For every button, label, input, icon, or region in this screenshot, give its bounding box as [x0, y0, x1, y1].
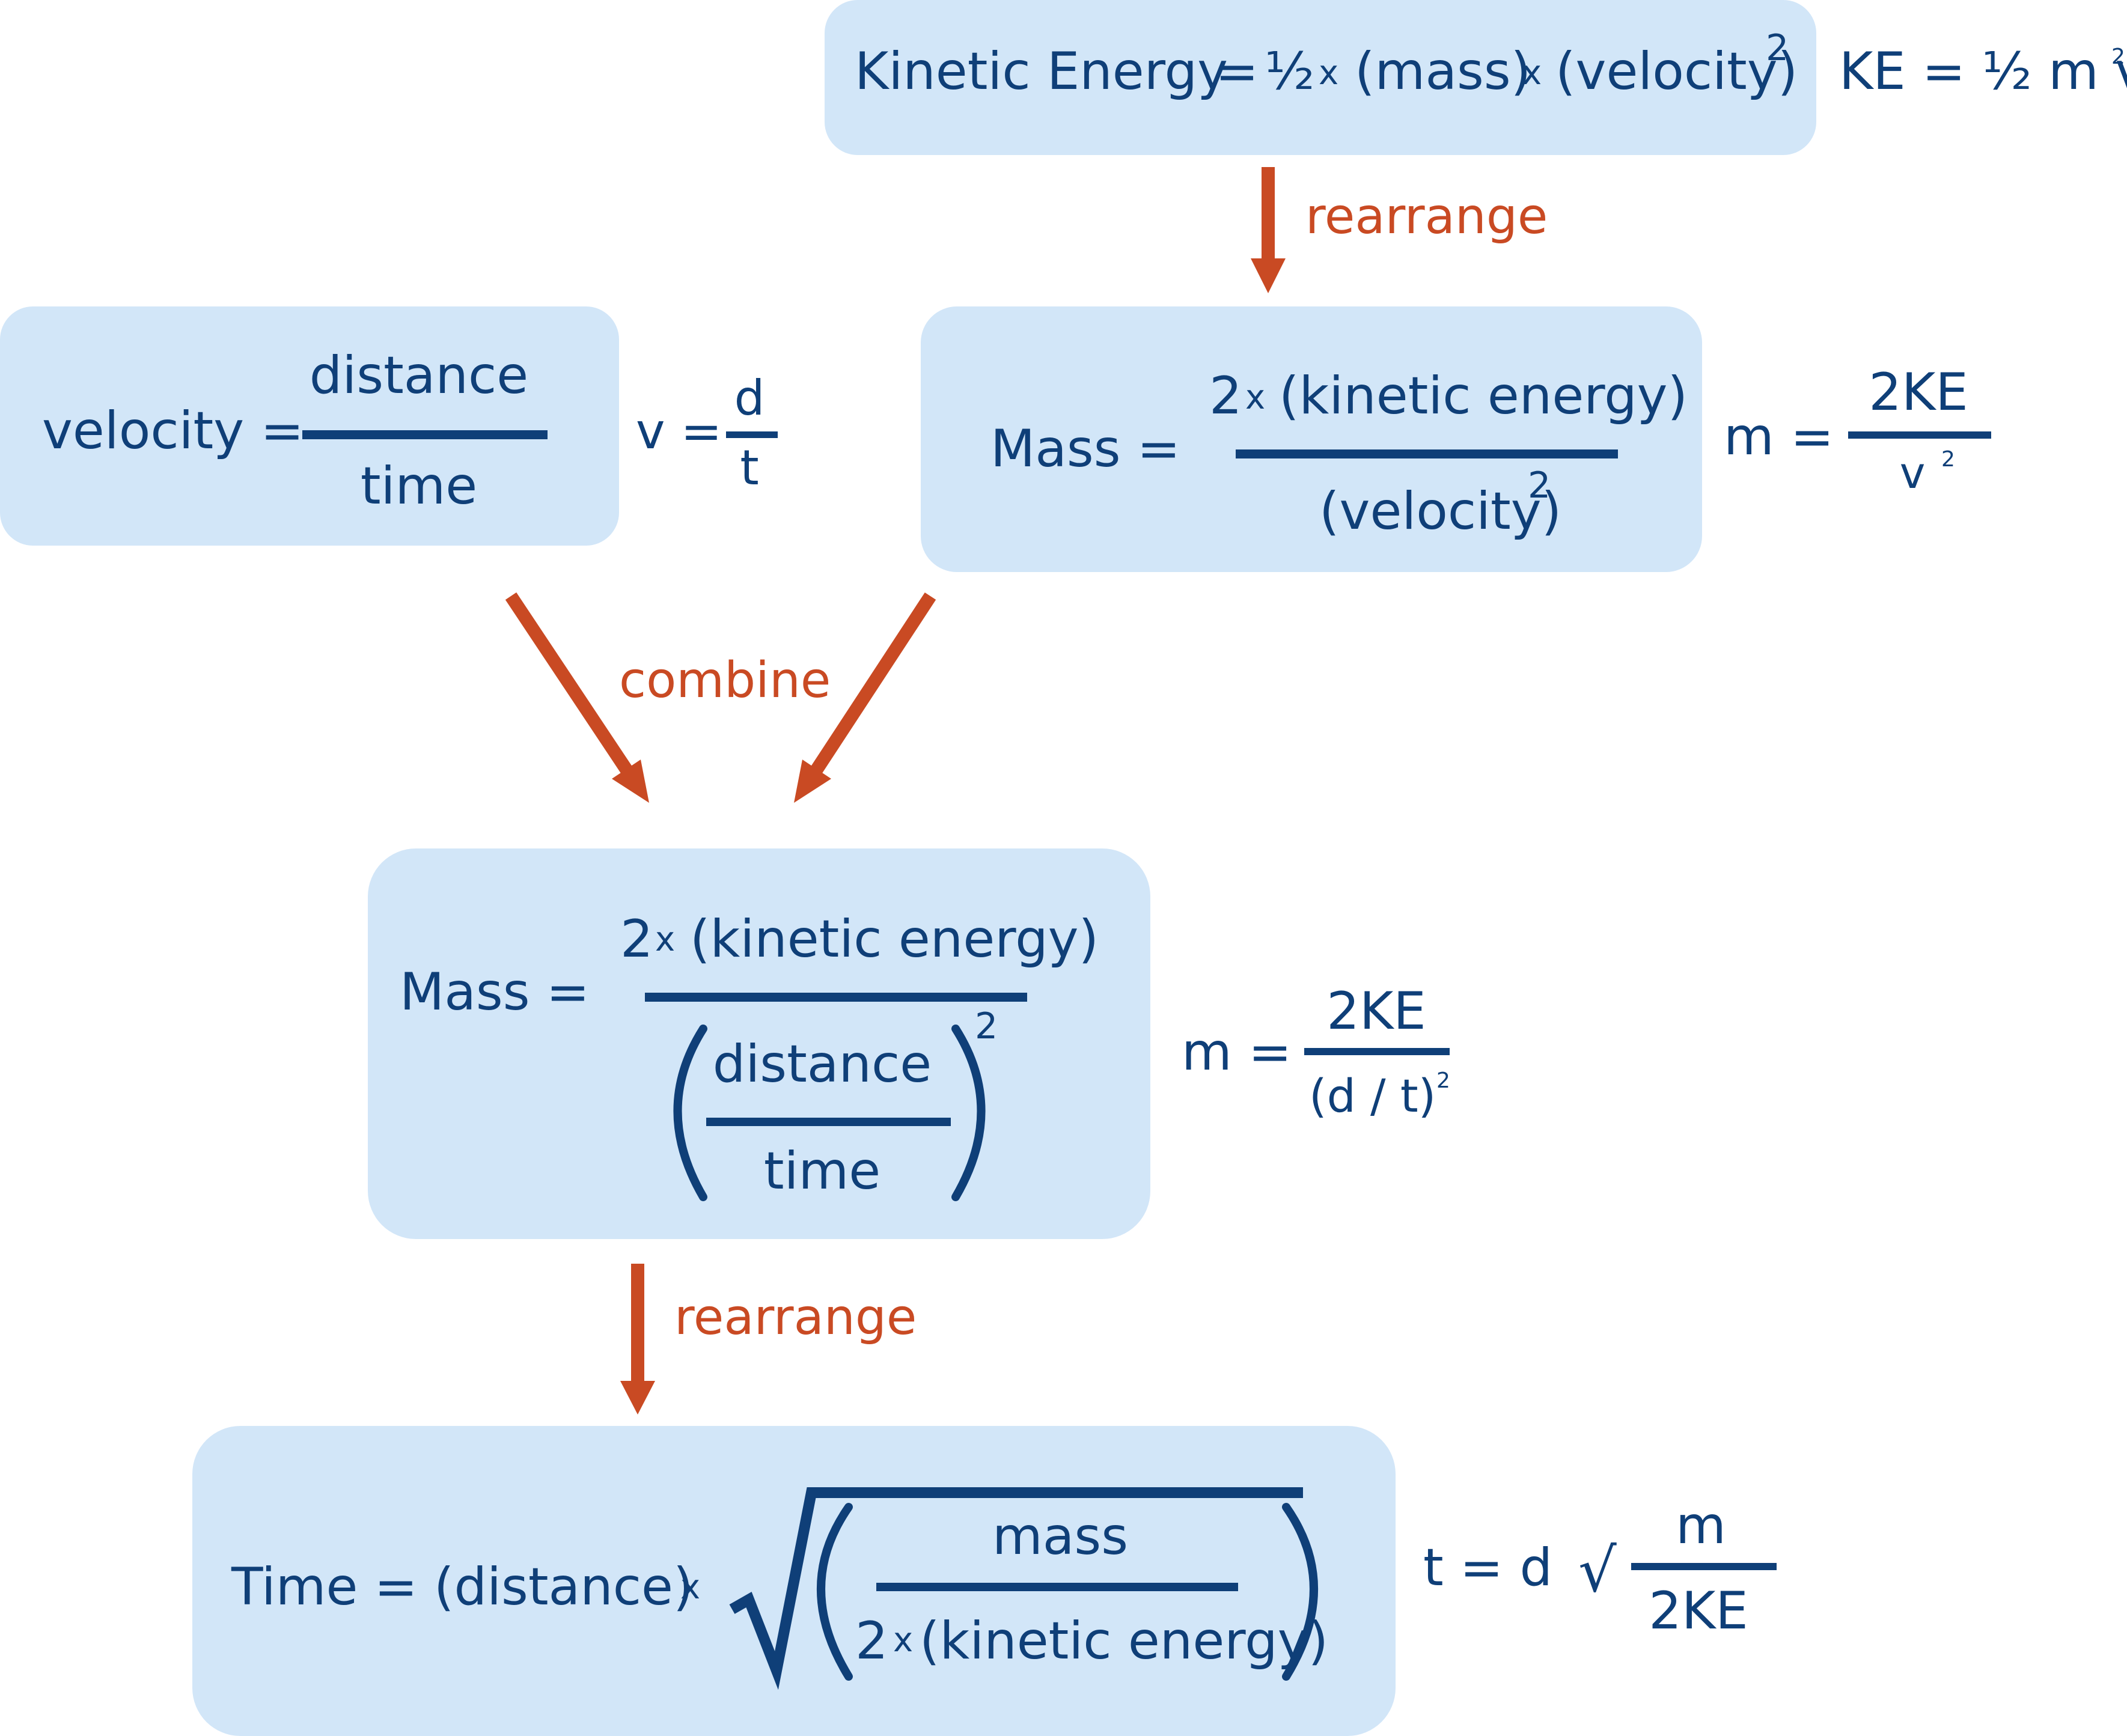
time-short-numerator: m: [1676, 1496, 1726, 1556]
mass-rearranged-num-times: x: [1245, 378, 1265, 417]
mass-combined-lhs: Mass =: [400, 962, 590, 1022]
square-root-sign: [729, 1487, 1303, 1690]
velocity-fraction-bar: [302, 430, 548, 439]
time-fraction-bar: [876, 1583, 1238, 1591]
ke-mass: (mass): [1355, 41, 1531, 102]
mass-rearranged-lhs: Mass =: [990, 419, 1180, 479]
mass-rearranged-short-lhs: m =: [1724, 407, 1834, 467]
combine-arrow-right: [794, 592, 936, 803]
time-lhs: Time =: [231, 1557, 418, 1617]
mass-combined-short-fraction-bar: [1304, 1048, 1450, 1055]
rearrange-arrow-top: [1251, 167, 1286, 293]
velocity-short-numerator: d: [734, 370, 765, 426]
ke-velocity: (velocity): [1555, 41, 1798, 102]
time-den-term: (kinetic energy): [920, 1611, 1328, 1671]
velocity-short-denominator: t: [740, 440, 758, 496]
combine-label: combine: [619, 652, 831, 709]
ke-half: ½: [1265, 41, 1314, 102]
combine-arrow-left: [505, 592, 649, 803]
rearrange-label-bottom: rearrange: [674, 1289, 917, 1346]
velocity-numerator: distance: [310, 346, 528, 406]
velocity-short-lhs: v =: [636, 403, 722, 460]
ke-times-1: x: [1319, 53, 1338, 93]
mass-rearranged-short-numerator: 2KE: [1869, 362, 1968, 422]
mass-combined-short-lhs: m =: [1182, 1022, 1292, 1082]
ke-times-2: x: [1522, 53, 1542, 93]
time-short-lhs: t = d: [1423, 1538, 1552, 1598]
mass-combined-short-denominator: (d / t): [1309, 1069, 1436, 1122]
ke-exponent: 2: [1766, 27, 1789, 69]
mass-combined-fraction-bar: [645, 993, 1027, 1002]
mass-combined-inner-fraction-bar: [706, 1118, 951, 1126]
mass-combined-num-times: x: [655, 920, 675, 959]
mass-rearranged-fraction-bar: [1236, 449, 1618, 458]
time-den-times: x: [893, 1621, 913, 1660]
time-short-root: √: [1578, 1535, 1617, 1606]
mass-rearranged-short-exponent: 2: [1941, 447, 1955, 472]
velocity-box: [0, 306, 619, 546]
mass-combined-short-numerator: 2KE: [1326, 981, 1426, 1041]
mass-combined-exponent: 2: [975, 1005, 998, 1047]
mass-combined-box: [368, 848, 1150, 1239]
time-right-paren: [1282, 1503, 1318, 1681]
time-numerator: mass: [992, 1506, 1128, 1567]
mass-combined-right-paren: [951, 1025, 986, 1201]
mass-rearranged-num-term: (kinetic energy): [1279, 366, 1688, 426]
time-factor: (distance): [434, 1557, 694, 1617]
ke-short-formula: KE = ½ m v: [1839, 41, 2127, 102]
time-short-fraction-bar: [1631, 1563, 1777, 1570]
rearrange-label-top: rearrange: [1305, 188, 1548, 245]
mass-combined-num-coefficient: 2: [620, 909, 653, 969]
mass-rearranged-num-coefficient: 2: [1209, 366, 1242, 426]
rearrange-arrow-bottom: [620, 1264, 655, 1415]
mass-combined-short-exponent: 2: [1436, 1068, 1450, 1093]
velocity-denominator: time: [361, 456, 477, 516]
mass-combined-num-term: (kinetic energy): [690, 909, 1099, 969]
mass-combined-inner-denominator: time: [764, 1141, 880, 1201]
mass-combined-left-paren: [673, 1025, 707, 1201]
mass-rearranged-exponent: 2: [1528, 464, 1551, 507]
ke-short-exponent: 2: [2111, 44, 2125, 69]
mass-rearranged-box: [921, 306, 1702, 572]
ke-lhs: Kinetic Energy: [855, 41, 1228, 102]
time-times: x: [680, 1568, 700, 1607]
time-left-paren: [817, 1503, 853, 1681]
kinetic-energy-box: [825, 0, 1816, 155]
ke-equals: =: [1215, 41, 1259, 102]
time-short-denominator: 2KE: [1649, 1581, 1748, 1641]
velocity-lhs: velocity =: [42, 401, 304, 461]
mass-combined-inner-numerator: distance: [713, 1034, 932, 1094]
mass-rearranged-short-denominator: v: [1900, 448, 1926, 498]
velocity-short-fraction-bar: [726, 431, 778, 438]
time-den-coefficient: 2: [855, 1611, 888, 1671]
mass-rearranged-denominator: (velocity): [1319, 481, 1561, 541]
mass-rearranged-short-fraction-bar: [1848, 431, 1991, 439]
